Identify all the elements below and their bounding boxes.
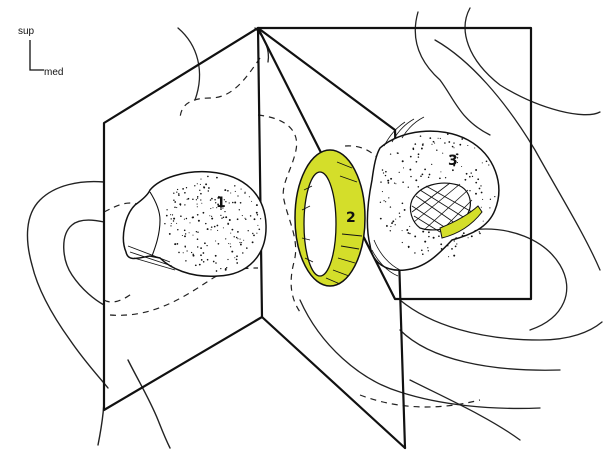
label-1: 1 — [216, 195, 226, 211]
acetabulum: 3 — [367, 117, 498, 276]
label-3: 3 — [448, 153, 458, 169]
label-2: 2 — [346, 210, 356, 226]
femoral-head: 1 — [123, 172, 266, 277]
labrum-ring: 2 — [295, 150, 365, 286]
